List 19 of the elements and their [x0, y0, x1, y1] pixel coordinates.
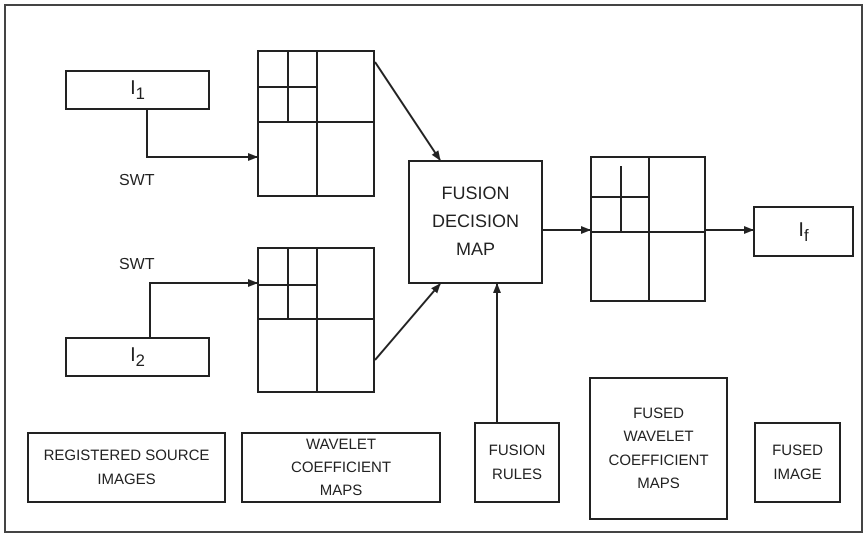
arrow	[706, 226, 754, 234]
wavelet-grid	[590, 156, 706, 302]
image-box: I$_{f}$	[753, 206, 854, 257]
wavelet-grid	[257, 247, 375, 393]
caption-box: WAVELET COEFFICIENT MAPS	[241, 432, 441, 503]
image-box: I$_{1}$	[65, 70, 210, 110]
arrow	[149, 279, 258, 337]
caption-box: REGISTERED SOURCE IMAGES	[27, 432, 226, 503]
wavelet-grid	[257, 50, 375, 197]
caption-box: FUSED WAVELET COEFFICIENT MAPS	[589, 377, 728, 520]
arrow	[493, 283, 501, 422]
arrow	[374, 283, 441, 361]
arrow	[146, 110, 258, 161]
process-box: FUSION DECISION MAP	[408, 160, 543, 284]
image-box: I$_{2}$	[65, 337, 210, 377]
arrow	[374, 61, 441, 161]
caption-box: FUSED IMAGE	[754, 422, 841, 503]
caption-box: FUSION RULES	[474, 422, 560, 503]
arrow	[543, 226, 591, 234]
